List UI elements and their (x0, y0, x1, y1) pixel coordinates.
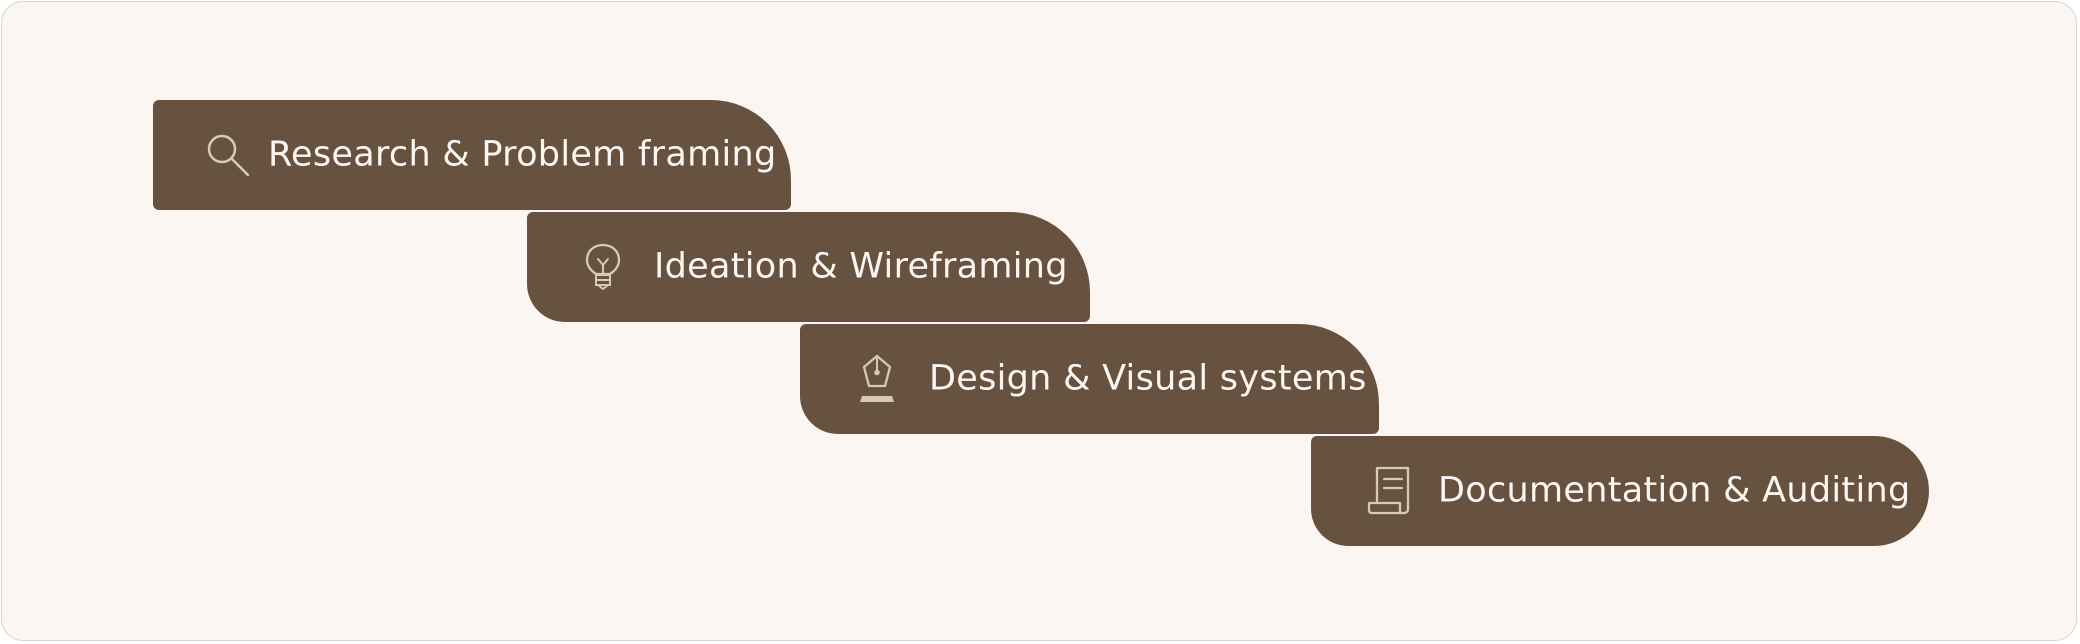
scroll-document-icon (1367, 465, 1413, 517)
step-label: Research & Problem framing (268, 134, 777, 175)
lightbulb-icon (585, 243, 621, 291)
search-icon (205, 132, 251, 178)
step-label: Documentation & Auditing (1438, 470, 1911, 511)
pen-nib-icon (856, 354, 898, 404)
step-label: Ideation & Wireframing (654, 246, 1068, 287)
step-research: Research & Problem framing (153, 100, 791, 210)
step-design: Design & Visual systems (800, 324, 1379, 434)
step-documentation: Documentation & Auditing (1311, 436, 1929, 546)
step-ideation: Ideation & Wireframing (527, 212, 1090, 322)
step-label: Design & Visual systems (929, 358, 1367, 399)
